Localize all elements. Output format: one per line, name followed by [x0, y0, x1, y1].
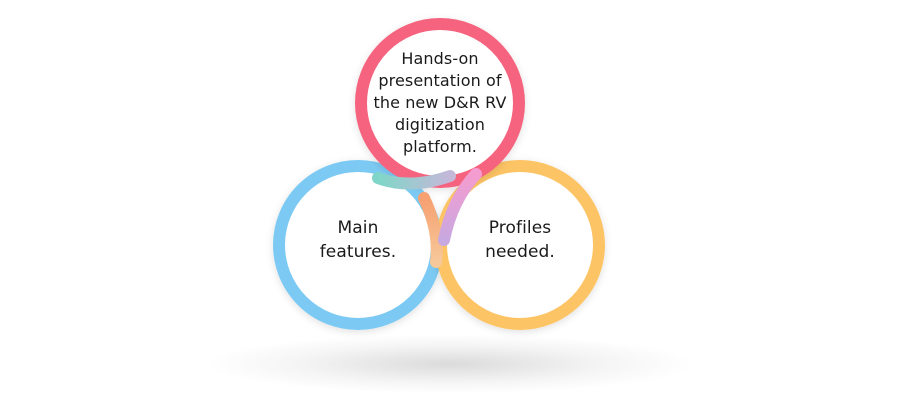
overlap-top-left: [372, 170, 456, 190]
circle-right-text: Profiles needed.: [485, 218, 555, 262]
floor-shadow: [210, 335, 690, 393]
overlap-left-top: [418, 192, 443, 268]
overlap-top-right: [438, 168, 482, 246]
circle-top-text: Hands-on presentation of the new D&R RV …: [373, 49, 507, 156]
circle-left-text: Main features.: [319, 218, 397, 262]
